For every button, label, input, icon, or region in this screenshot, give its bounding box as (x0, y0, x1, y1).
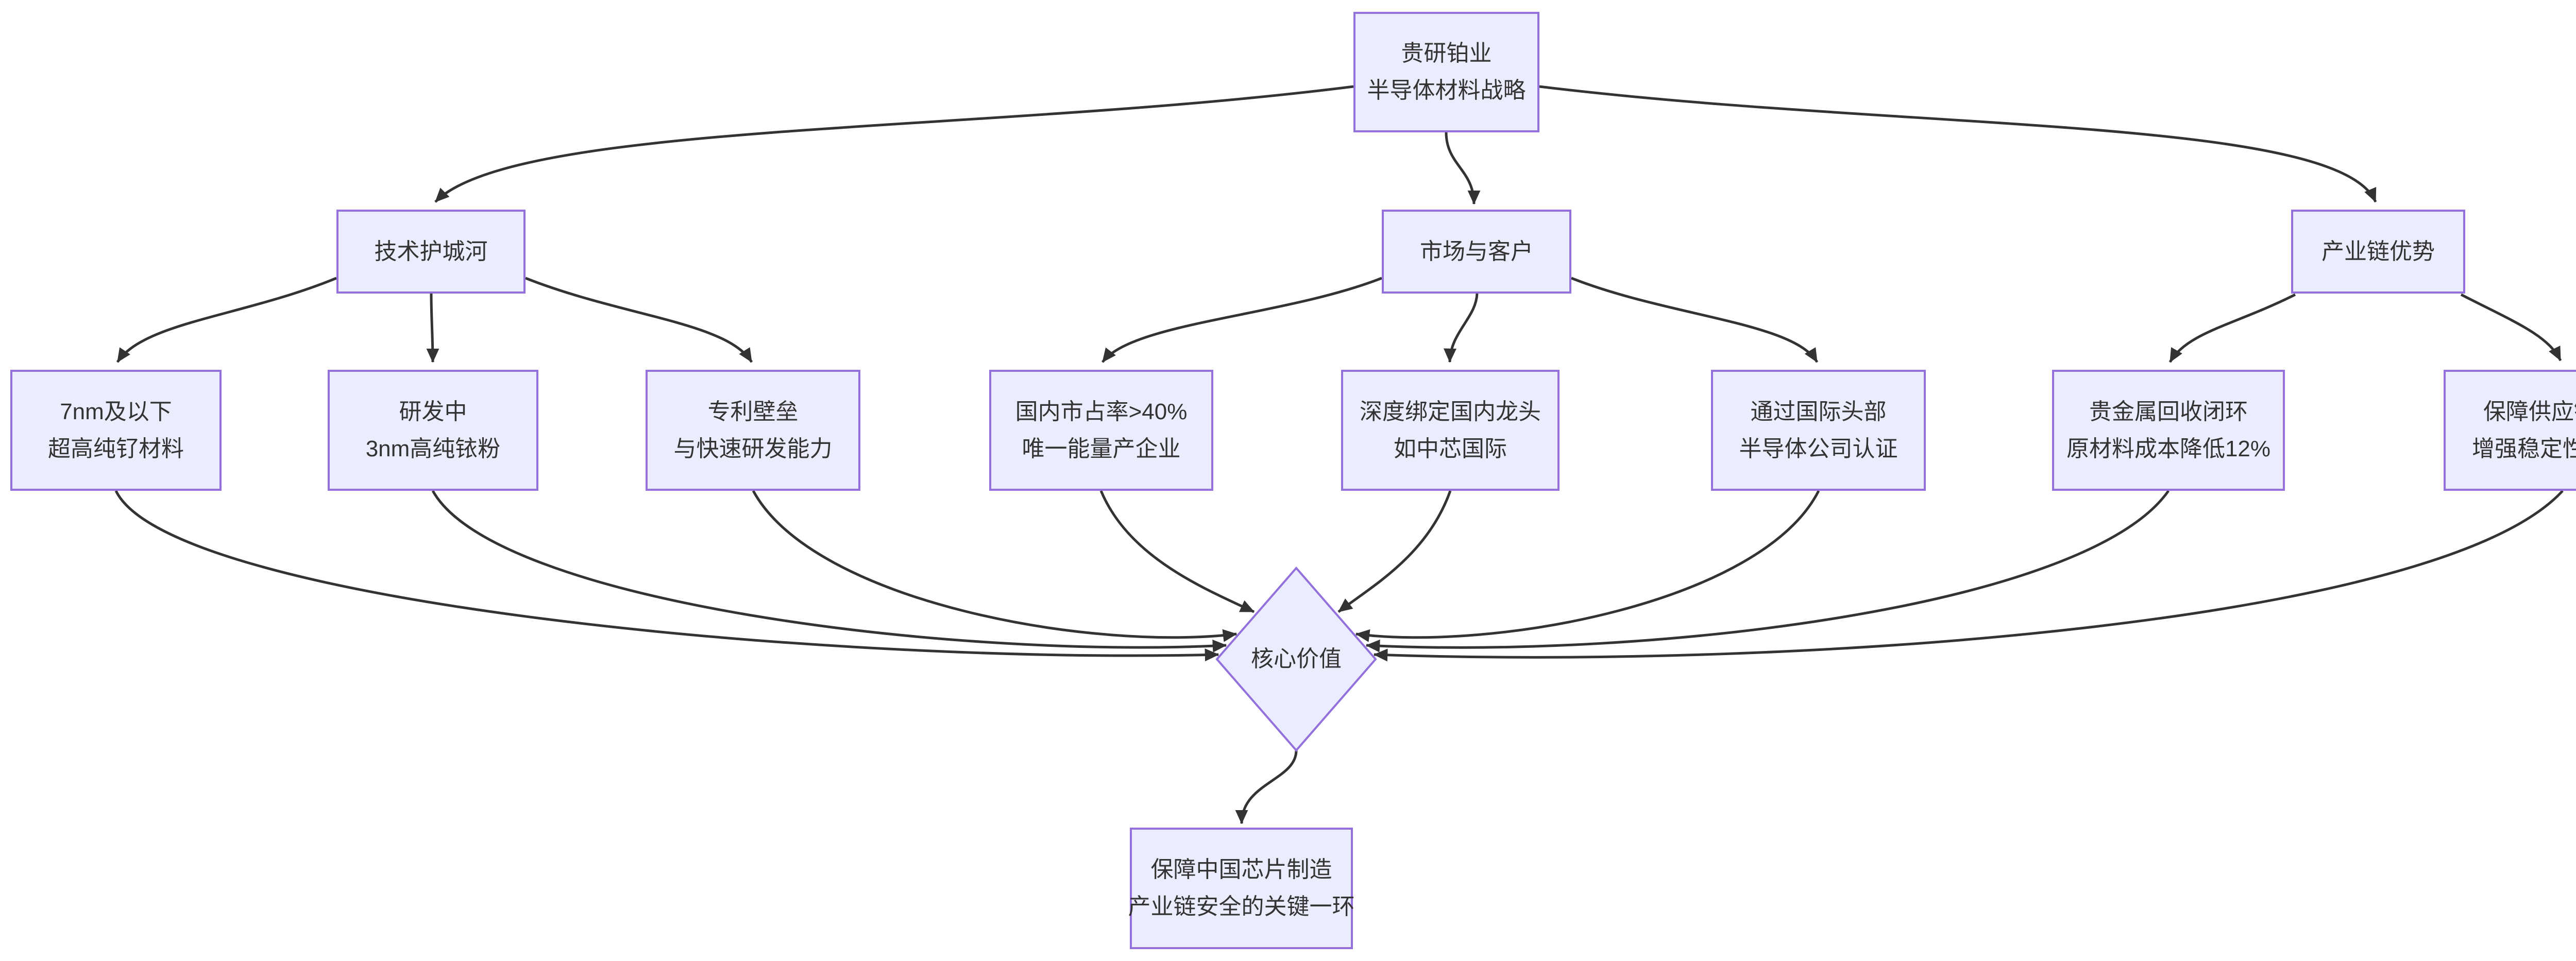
edge-root-market (1445, 132, 1481, 205)
edge-chain2-core (1373, 490, 2564, 662)
edge-tech-tech1 (116, 277, 337, 363)
edge-root-chain (1539, 85, 2377, 203)
edge-market-market3 (1571, 277, 1819, 363)
node-intl-certification-line2: 半导体公司认证 (1739, 436, 1898, 461)
node-metal-recycling: 贵金属回收闭环 原材料成本降低12% (2052, 370, 2285, 491)
node-3nm-iridium-line1: 研发中 (399, 399, 467, 424)
node-core-value-shape (1215, 566, 1377, 752)
node-supply-chain-security-line1: 保障供应链安全 (2483, 399, 2576, 424)
node-market-customers: 市场与客户 (1382, 210, 1571, 294)
edge-tech2-core (431, 490, 1227, 653)
node-intl-certification: 通过国际头部 半导体公司认证 (1711, 370, 1926, 491)
node-market-share: 国内市占率>40% 唯一能量产企业 (989, 370, 1213, 491)
node-root-strategy: 贵研铂业 半导体材料战略 (1353, 12, 1539, 132)
node-metal-recycling-line1: 贵金属回收闭环 (2089, 399, 2248, 424)
node-supply-chain-security-line2: 增强稳定性与韧性 (2472, 436, 2576, 461)
node-industry-chain-line1: 产业链优势 (2321, 238, 2435, 264)
edge-market-market1 (1101, 277, 1382, 363)
node-key-link-result-line2: 产业链安全的关键一环 (1128, 894, 1355, 919)
edge-tech-tech2 (426, 293, 439, 363)
node-supply-chain-security: 保障供应链安全 增强稳定性与韧性 (2444, 370, 2576, 491)
node-patent-barrier-line2: 与快速研发能力 (673, 436, 833, 461)
node-tech-moat-line1: 技术护城河 (374, 238, 488, 264)
edge-market3-core (1355, 490, 1820, 642)
node-root-strategy-line2: 半导体材料战略 (1367, 78, 1526, 103)
node-core-value-line1: 核心价值 (1251, 646, 1342, 672)
node-domestic-leaders: 深度绑定国内龙头 如中芯国际 (1341, 370, 1560, 491)
node-key-link-result: 保障中国芯片制造 产业链安全的关键一环 (1128, 828, 1355, 949)
edge-chain1-core (1365, 490, 2170, 653)
node-root-strategy-line1: 贵研铂业 (1401, 41, 1492, 66)
node-tech-moat: 技术护城河 (336, 210, 526, 294)
node-7nm-ruthenium-line1: 7nm及以下 (60, 399, 172, 424)
node-core-value: 核心价值 (1217, 623, 1376, 695)
node-7nm-ruthenium: 7nm及以下 超高纯钌材料 (10, 370, 222, 491)
edge-root-tech (434, 85, 1354, 203)
edge-core-result (1235, 750, 1298, 825)
node-market-share-line2: 唯一能量产企业 (1022, 436, 1181, 461)
node-7nm-ruthenium-line2: 超高纯钌材料 (48, 436, 184, 461)
edge-tech-tech3 (525, 277, 753, 363)
edge-chain-chain2 (2460, 293, 2562, 362)
node-market-share-line1: 国内市占率>40% (1015, 399, 1188, 424)
node-market-customers-line1: 市场与客户 (1420, 238, 1533, 264)
node-key-link-result-line1: 保障中国芯片制造 (1150, 857, 1332, 882)
node-patent-barrier-line1: 专利壁垒 (707, 399, 799, 424)
node-domestic-leaders-line2: 如中芯国际 (1394, 436, 1507, 461)
edge-market1-core (1099, 490, 1255, 613)
node-metal-recycling-line2: 原材料成本降低12% (2066, 436, 2271, 461)
edge-tech1-core (114, 490, 1219, 662)
node-domestic-leaders-line1: 深度绑定国内龙头 (1360, 399, 1541, 424)
node-3nm-iridium-line2: 3nm高纯铱粉 (365, 436, 501, 461)
node-patent-barrier: 专利壁垒 与快速研发能力 (646, 370, 860, 491)
node-3nm-iridium: 研发中 3nm高纯铱粉 (328, 370, 538, 491)
edge-market2-core (1337, 490, 1452, 613)
edge-market-market2 (1443, 293, 1479, 363)
edge-tech3-core (752, 490, 1238, 642)
edge-chain-chain1 (2168, 293, 2296, 363)
node-industry-chain: 产业链优势 (2291, 210, 2465, 294)
node-intl-certification-line1: 通过国际头部 (1750, 399, 1887, 424)
